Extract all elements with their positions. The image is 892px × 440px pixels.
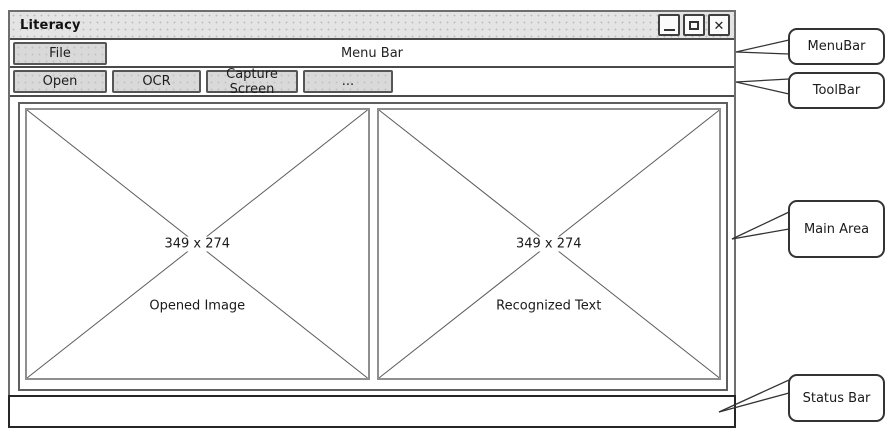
- callout-main-area: Main Area: [788, 200, 885, 258]
- app-window: Literacy ✕ File Menu Bar Open OCR Captur…: [8, 10, 736, 428]
- callout-menubar: MenuBar: [788, 28, 885, 65]
- minimize-button[interactable]: [658, 14, 680, 36]
- main-area-box: 349 x 274 Opened Image 349 x 274 Recogni…: [18, 102, 728, 391]
- callout-toolbar: ToolBar: [788, 72, 885, 109]
- window-title: Literacy: [20, 17, 81, 33]
- menu-bar: File Menu Bar: [10, 40, 734, 68]
- opened-image-panel[interactable]: 349 x 274 Opened Image: [25, 108, 370, 380]
- menu-bar-label: Menu Bar: [340, 45, 404, 61]
- open-button[interactable]: Open: [13, 70, 107, 93]
- ocr-button[interactable]: OCR: [112, 70, 201, 93]
- panel-caption: Opened Image: [144, 298, 251, 314]
- tool-bar: Open OCR Capture Screen ...: [10, 67, 734, 97]
- placeholder-size-label: 349 x 274: [160, 236, 235, 252]
- capture-screen-button[interactable]: Capture Screen: [206, 67, 298, 97]
- window-controls: ✕: [658, 14, 730, 36]
- maximize-icon: [689, 20, 699, 30]
- maximize-button[interactable]: [683, 14, 705, 36]
- title-bar: Literacy ✕: [10, 12, 734, 40]
- close-button[interactable]: ✕: [708, 14, 730, 36]
- callout-status-bar: Status Bar: [788, 374, 885, 422]
- callout-label: Main Area: [803, 221, 870, 237]
- main-area: 349 x 274 Opened Image 349 x 274 Recogni…: [10, 97, 734, 395]
- callout-label: Status Bar: [802, 390, 871, 406]
- callout-label: ToolBar: [812, 83, 861, 98]
- minimize-icon: [663, 28, 675, 31]
- close-icon: ✕: [713, 17, 725, 33]
- panel-caption: Recognized Text: [491, 298, 607, 314]
- file-menu-button[interactable]: File: [13, 41, 107, 65]
- callout-label: MenuBar: [807, 39, 866, 54]
- status-bar: [8, 395, 736, 428]
- more-button[interactable]: ...: [303, 70, 393, 93]
- recognized-text-panel[interactable]: 349 x 274 Recognized Text: [376, 108, 721, 380]
- placeholder-size-label: 349 x 274: [511, 236, 586, 252]
